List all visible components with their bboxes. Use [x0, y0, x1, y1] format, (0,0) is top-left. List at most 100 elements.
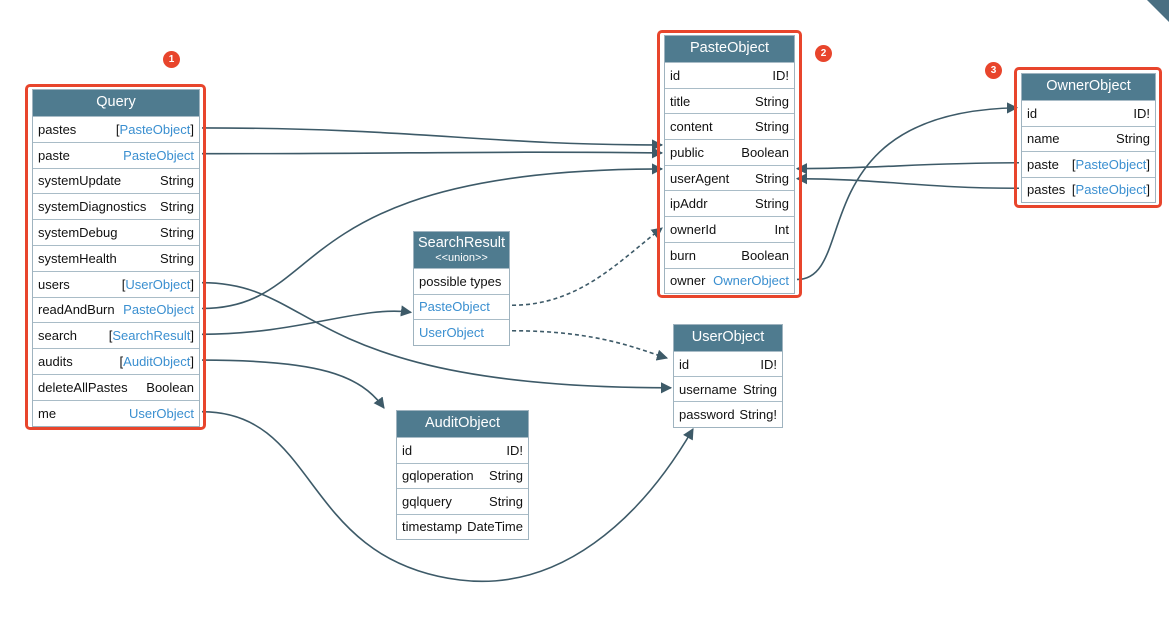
node-title: AuditObject [397, 411, 528, 437]
field-row[interactable]: PasteObject [414, 293, 509, 320]
field-row[interactable]: UserObject [414, 319, 509, 345]
field-type: String [160, 199, 194, 215]
field-type[interactable]: [PasteObject] [1072, 182, 1150, 197]
field-row[interactable]: systemDebug String [33, 219, 199, 245]
field-name: systemUpdate [38, 173, 122, 189]
field-type[interactable]: PasteObject [123, 302, 194, 318]
field-type: ID! [506, 442, 523, 458]
edge-union-paste [511, 227, 663, 307]
list-bracket-open: [ [115, 121, 120, 137]
edge-pastes [201, 127, 664, 151]
field-type: Boolean [741, 247, 789, 263]
field-type-name: UserObject [125, 276, 191, 292]
field-name: possible types [419, 273, 502, 289]
field-type[interactable]: [PasteObject] [116, 122, 194, 137]
field-name: systemDiagnostics [38, 199, 147, 215]
field-name: audits [38, 354, 73, 370]
field-type[interactable]: [SearchResult] [109, 328, 194, 343]
field-name: pastes [38, 121, 77, 137]
field-row[interactable]: paste [PasteObject] [1022, 151, 1155, 177]
list-bracket-close: ] [1146, 156, 1150, 172]
field-row[interactable]: deleteAllPastes Boolean [33, 373, 199, 400]
field-type: Boolean [146, 379, 194, 395]
field-row[interactable]: search[SearchResult] [33, 322, 199, 348]
field-name: gqlquery [402, 493, 452, 509]
edge-paste [201, 147, 664, 159]
node-title-text: SearchResult [417, 234, 506, 251]
list-bracket-close: ] [190, 121, 194, 137]
field-type: String [489, 493, 523, 509]
field-type[interactable]: [PasteObject] [1072, 157, 1150, 172]
field-type: ID! [760, 356, 777, 372]
field-type: String [160, 225, 194, 241]
field-name: systemDebug [38, 225, 118, 241]
field-name: deleteAllPastes [38, 379, 128, 395]
field-type: String [755, 119, 789, 135]
field-row[interactable]: id ID! [674, 351, 782, 376]
field-row[interactable]: audits [AuditObject] [33, 348, 199, 374]
field-type: DateTime [467, 519, 523, 535]
field-type[interactable]: [UserObject] [122, 277, 194, 292]
field-type: ID! [1133, 105, 1150, 121]
field-name: me [38, 405, 57, 421]
field-row[interactable]: gqlquery String [397, 488, 528, 514]
list-bracket-open: [ [119, 354, 124, 370]
field-row[interactable]: me UserObject [33, 399, 199, 426]
field-type-name: PasteObject [119, 121, 191, 137]
field-name: username [679, 381, 737, 397]
list-bracket-close: ] [190, 354, 194, 370]
field-name: systemHealth [38, 250, 117, 266]
node-title: SearchResult<<union>> [414, 232, 509, 268]
field-type[interactable]: PasteObject [123, 147, 194, 163]
field-type[interactable]: OwnerObject [713, 273, 789, 289]
field-row[interactable]: pastes [PasteObject] [33, 116, 199, 142]
field-row[interactable]: possible types [414, 268, 509, 294]
field-row[interactable]: users[UserObject] [33, 270, 199, 297]
field-name: UserObject [419, 324, 485, 340]
field-row[interactable]: pastes[PasteObject] [1022, 176, 1155, 203]
node-title-text: Query [96, 94, 136, 111]
field-type[interactable]: [AuditObject] [120, 354, 194, 369]
field-name: id [679, 356, 690, 372]
node-subtitle: <<union>> [435, 251, 488, 264]
list-bracket-close: ] [190, 328, 194, 344]
field-type: String [755, 93, 789, 109]
edge-owner-paste [795, 161, 1020, 175]
corner-fold-icon [1147, 0, 1169, 22]
node-title: PasteObject [665, 36, 794, 62]
edge-search [201, 305, 413, 336]
edge-audits [201, 359, 385, 409]
field-name: paste [1027, 156, 1059, 172]
field-row[interactable]: systemDiagnostics String [33, 193, 199, 219]
node-title-text: AuditObject [425, 415, 500, 432]
field-type[interactable]: UserObject [128, 405, 194, 421]
callout-marker: 2 [815, 45, 832, 62]
callout-marker: 3 [985, 62, 1002, 79]
